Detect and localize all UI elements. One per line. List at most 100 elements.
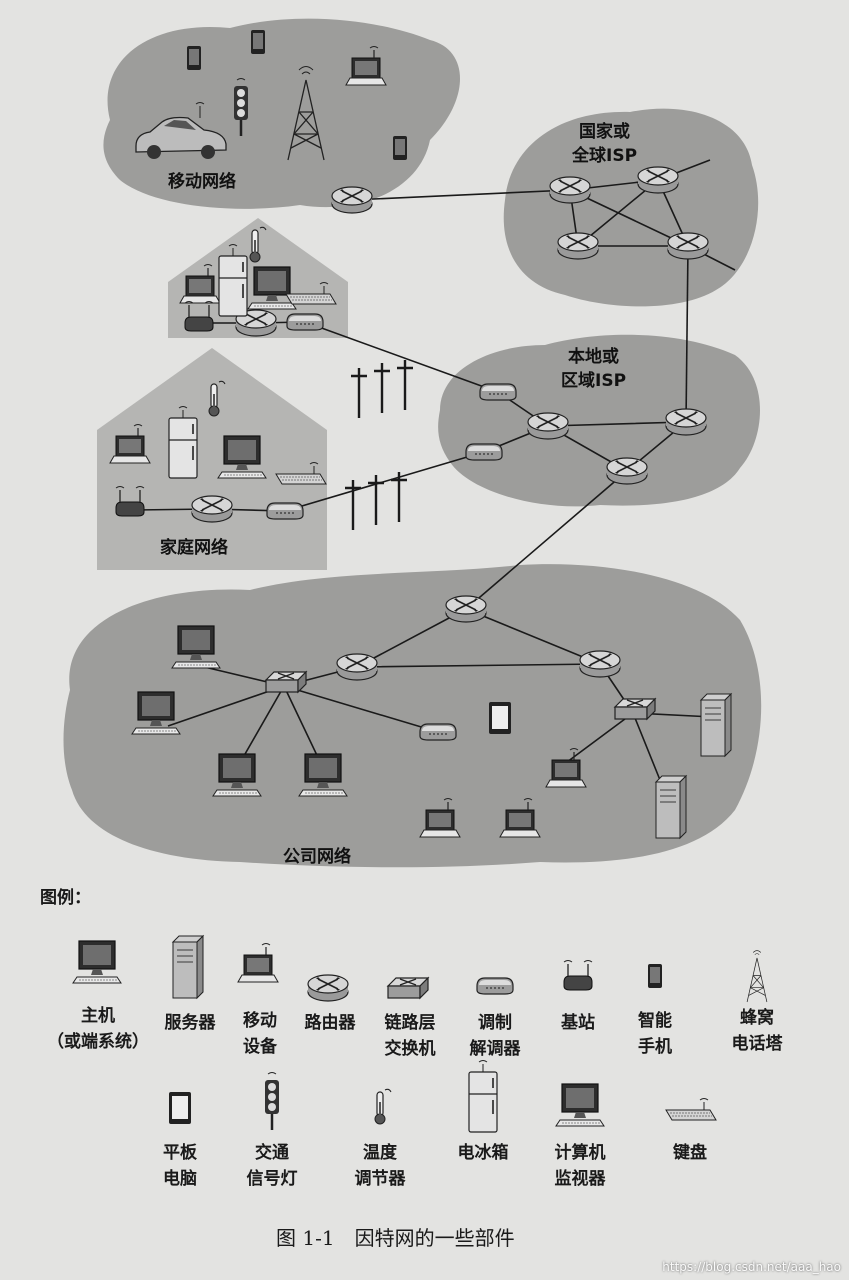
legend-text: 智能 <box>638 1011 672 1031</box>
legend-smartphone-icon <box>648 964 662 988</box>
legend-text: 移动 <box>243 1011 277 1031</box>
legend-label-modem: 调制 解调器 <box>460 1010 530 1062</box>
legend-label-host: 主机 （或端系统） <box>36 1003 160 1055</box>
legend-text: 解调器 <box>469 1039 521 1059</box>
legend-label-smartphone: 智能 手机 <box>630 1008 680 1060</box>
legend-text: 计算机 <box>554 1143 606 1163</box>
global-isp-label: 国家或 全球ISP <box>572 120 637 168</box>
legend-host-icon <box>72 940 122 984</box>
modem-icon <box>266 502 304 520</box>
router-icon <box>637 166 679 194</box>
legend-switch-icon <box>387 977 429 999</box>
modem-icon <box>479 383 517 401</box>
legend-text: 平板 <box>163 1143 197 1163</box>
legend-title: 图例： <box>40 888 91 908</box>
server-icon <box>700 693 732 757</box>
legend-text: 手机 <box>638 1037 672 1057</box>
legend-keyboard-icon <box>665 1098 717 1121</box>
legend-text: 温度 <box>363 1143 397 1163</box>
mobile-network-label: 移动网络 <box>168 172 236 192</box>
host-icon <box>212 753 262 797</box>
legend-text: 交通 <box>255 1143 289 1163</box>
local-isp-cloud <box>438 334 760 507</box>
legend-label-server: 服务器 <box>155 1010 225 1036</box>
legend-label-monitor: 计算机 监视器 <box>545 1140 615 1192</box>
tablet-icon <box>489 702 511 734</box>
legend-cell-tower-icon <box>746 950 768 1003</box>
legend-router-icon <box>307 974 349 1002</box>
router-icon <box>191 495 233 523</box>
legend-base-station-icon <box>563 959 593 991</box>
smartphone-icon <box>393 136 407 160</box>
legend-label-keyboard: 键盘 <box>665 1140 715 1166</box>
switch-icon <box>614 698 656 720</box>
legend-text: （或端系统） <box>47 1032 149 1052</box>
router-icon <box>331 186 373 214</box>
modem-icon <box>465 443 503 461</box>
legend-text: 监视器 <box>554 1169 606 1189</box>
router-icon <box>336 653 378 681</box>
router-icon <box>527 412 569 440</box>
home-network-label: 家庭网络 <box>160 538 228 558</box>
legend-label-router: 路由器 <box>295 1010 365 1036</box>
router-icon <box>445 595 487 623</box>
legend-monitor-icon <box>555 1083 605 1127</box>
router-icon <box>667 232 709 260</box>
host-icon <box>171 625 221 669</box>
router-icon <box>549 176 591 204</box>
legend-mobile-device-icon <box>237 942 279 983</box>
figure-caption: 图 1-1 因特网的一些部件 <box>276 1226 515 1250</box>
legend-label-switch: 链路层 交换机 <box>375 1010 445 1062</box>
watermark: https://blog.csdn.net/aaa_hao <box>662 1260 841 1274</box>
legend-text: 调节器 <box>354 1169 406 1189</box>
local-isp-label: 本地或 区域ISP <box>561 345 626 393</box>
local-isp-label-line2: 区域ISP <box>561 371 627 391</box>
legend-text: 链路层 <box>384 1013 436 1033</box>
legend-text: 主机 <box>81 1006 115 1026</box>
host-icon <box>247 266 297 310</box>
legend-label-cell-tower: 蜂窝 电话塔 <box>722 1005 792 1057</box>
utility-poles <box>345 360 413 530</box>
legend-label-fridge: 电冰箱 <box>448 1140 518 1166</box>
legend-text: 信号灯 <box>246 1169 298 1189</box>
legend-text: 电脑 <box>163 1169 197 1189</box>
legend-text: 交换机 <box>384 1039 436 1059</box>
router-icon <box>557 232 599 260</box>
legend-modem-icon <box>476 977 514 995</box>
legend-label-mobile-device: 移动 设备 <box>235 1008 285 1060</box>
legend-thermostat-icon <box>374 1088 392 1125</box>
modem-icon <box>419 723 457 741</box>
router-icon <box>606 457 648 485</box>
legend-text: 蜂窝 <box>740 1008 774 1028</box>
host-icon <box>217 435 267 479</box>
router-icon <box>665 408 707 436</box>
legend-label-tablet: 平板 电脑 <box>155 1140 205 1192</box>
legend-traffic-light-icon <box>263 1071 281 1132</box>
modem-icon <box>286 313 324 331</box>
global-isp-label-line1: 国家或 <box>579 122 631 142</box>
legend-fridge-icon <box>468 1059 498 1133</box>
legend-label-traffic-light: 交通 信号灯 <box>237 1140 307 1192</box>
enterprise-network-label: 公司网络 <box>283 847 351 867</box>
legend-text: 基站 <box>561 1013 595 1033</box>
global-isp-label-line2: 全球ISP <box>572 146 638 166</box>
legend-text: 电冰箱 <box>457 1143 509 1163</box>
host-icon <box>298 753 348 797</box>
smartphone-icon <box>187 46 201 70</box>
router-icon <box>579 650 621 678</box>
legend-label-base-station: 基站 <box>553 1010 603 1036</box>
legend-label-thermostat: 温度 调节器 <box>345 1140 415 1192</box>
legend-tablet-icon <box>169 1092 191 1124</box>
legend-text: 调制 <box>478 1013 512 1033</box>
legend-server-icon <box>172 935 204 999</box>
smartphone-icon <box>251 30 265 54</box>
legend-text: 路由器 <box>304 1013 356 1033</box>
server-icon <box>655 775 687 839</box>
host-icon <box>131 691 181 735</box>
switch-icon <box>265 671 307 693</box>
local-isp-label-line1: 本地或 <box>568 347 620 367</box>
legend-text: 电话塔 <box>731 1034 783 1054</box>
legend-text: 服务器 <box>164 1013 216 1033</box>
legend-text: 键盘 <box>673 1143 707 1163</box>
